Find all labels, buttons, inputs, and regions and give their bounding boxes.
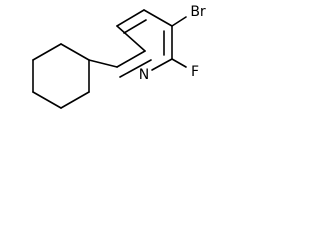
bond-n1-c2 bbox=[151, 58, 173, 71]
substituents bbox=[88, 16, 187, 68]
bond-c4-c5 bbox=[123, 19, 147, 34]
bond-c2-f bbox=[171, 58, 187, 68]
bond-c6-n1 bbox=[119, 59, 152, 78]
cyclohexane-bond bbox=[32, 43, 62, 61]
bond-c4-c5 bbox=[116, 9, 145, 27]
bond-c6-cyclohexyl bbox=[88, 59, 118, 68]
chemical-structure-diagram: N Br F bbox=[32, 4, 206, 109]
cyclohexane-bond bbox=[60, 43, 90, 61]
bond-c3-c4 bbox=[143, 9, 173, 27]
bond-c5-c6 bbox=[116, 25, 146, 52]
cyclohexane-bond bbox=[32, 91, 62, 109]
bond-c3-br bbox=[171, 16, 187, 27]
pyridine-ring bbox=[116, 9, 173, 78]
cyclohexane-bond bbox=[60, 91, 90, 109]
atom-label-bromine: Br bbox=[190, 4, 206, 20]
bond-c6-n1 bbox=[116, 50, 146, 68]
cyclohexane-ring bbox=[32, 43, 90, 109]
atom-label-fluorine: F bbox=[191, 64, 199, 80]
atom-label-nitrogen: N bbox=[139, 67, 149, 83]
